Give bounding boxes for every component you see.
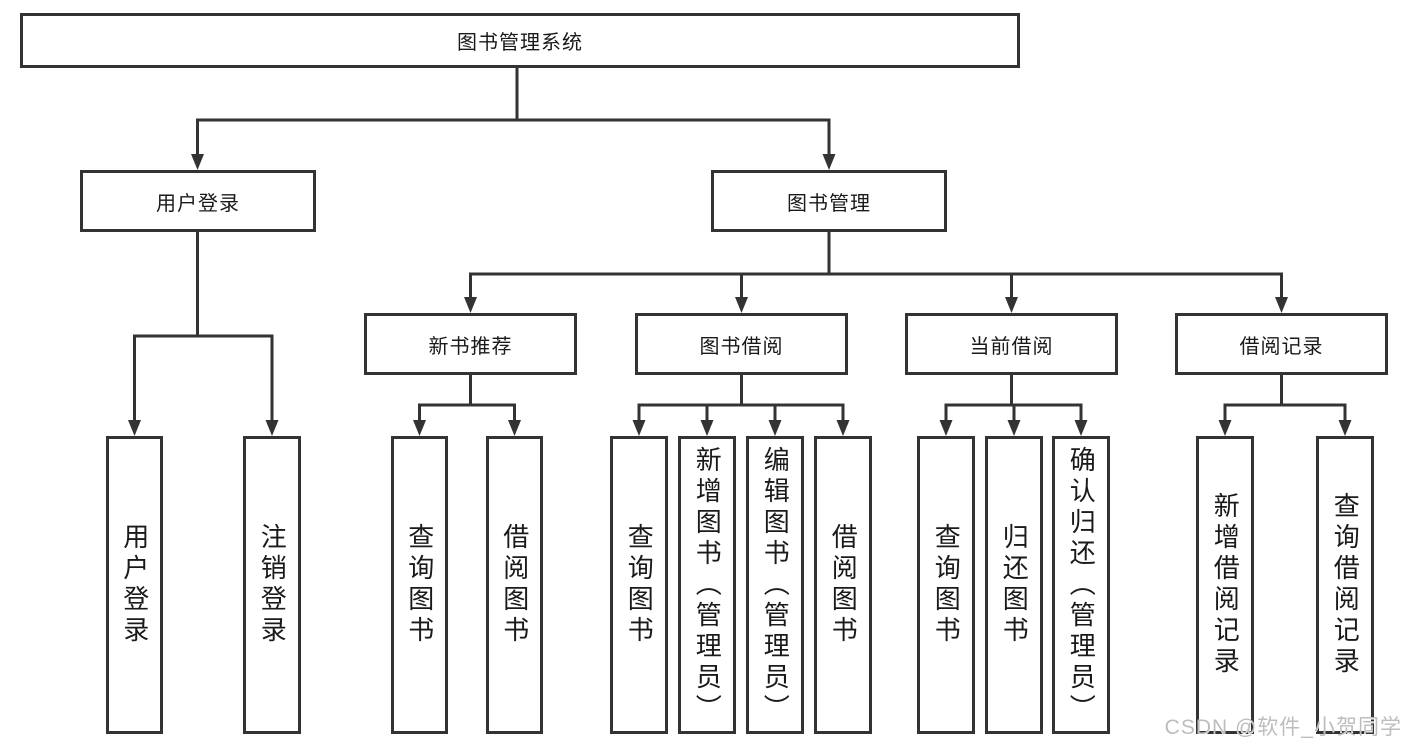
leaf-borrowing-query-books-label: 查询图书 — [624, 523, 655, 647]
node-user-login-label: 用户登录 — [156, 192, 240, 215]
leaf-current-return-books: 归还图书 — [985, 436, 1043, 734]
node-current-borrowing: 当前借阅 — [905, 313, 1118, 375]
connector-current-borrowing-children — [939, 375, 1088, 436]
leaf-user-login-label: 用户登录 — [119, 523, 150, 647]
connector-root-to-level2 — [191, 67, 836, 170]
leaf-newbook-borrow-books-label: 借阅图书 — [499, 523, 530, 647]
leaf-borrowing-add-books-admin-label: 新增图书（管理员） — [692, 445, 723, 725]
node-new-book-recommendation-label: 新书推荐 — [428, 335, 513, 358]
node-user-login: 用户登录 — [80, 170, 316, 232]
leaf-borrowing-add-books-admin: 新增图书（管理员） — [678, 436, 736, 734]
leaf-current-confirm-return-admin-label: 确认归还（管理员） — [1066, 445, 1097, 725]
node-new-book-recommendation: 新书推荐 — [364, 313, 577, 375]
connector-book-management-children — [464, 232, 1288, 313]
node-root-label: 图书管理系统 — [457, 32, 583, 54]
leaf-borrowing-edit-books-admin: 编辑图书（管理员） — [746, 436, 804, 734]
connector-book-borrowing-children — [632, 375, 850, 436]
node-book-management: 图书管理 — [711, 170, 947, 232]
node-root: 图书管理系统 — [20, 13, 1020, 68]
connector-user-login-children — [128, 232, 279, 436]
leaf-current-query-books-label: 查询图书 — [931, 523, 962, 647]
leaf-borrowing-borrow-books-label: 借阅图书 — [828, 523, 859, 647]
connector-borrowing-records-children — [1218, 375, 1352, 436]
leaf-current-confirm-return-admin: 确认归还（管理员） — [1052, 436, 1110, 734]
leaf-records-query-record-label: 查询借阅记录 — [1330, 492, 1361, 678]
leaf-current-query-books: 查询图书 — [917, 436, 975, 734]
node-book-borrowing: 图书借阅 — [635, 313, 848, 375]
leaf-records-add-record: 新增借阅记录 — [1196, 436, 1254, 734]
leaf-logout: 注销登录 — [243, 436, 301, 734]
connector-new-book-children — [413, 375, 521, 436]
leaf-borrowing-borrow-books: 借阅图书 — [814, 436, 872, 734]
node-book-management-label: 图书管理 — [787, 192, 871, 215]
leaf-newbook-query-books: 查询图书 — [391, 436, 448, 734]
node-borrowing-records-label: 借阅记录 — [1239, 335, 1324, 358]
node-borrowing-records: 借阅记录 — [1175, 313, 1388, 375]
leaf-records-query-record: 查询借阅记录 — [1316, 436, 1374, 734]
leaf-borrowing-query-books: 查询图书 — [610, 436, 668, 734]
leaf-current-return-books-label: 归还图书 — [999, 523, 1030, 647]
node-book-borrowing-label: 图书借阅 — [699, 335, 784, 358]
watermark: CSDN @软件_小贺同学 — [1164, 716, 1402, 739]
leaf-newbook-borrow-books: 借阅图书 — [486, 436, 543, 734]
node-current-borrowing-label: 当前借阅 — [969, 335, 1054, 358]
leaf-borrowing-edit-books-admin-label: 编辑图书（管理员） — [760, 445, 791, 725]
leaf-logout-label: 注销登录 — [257, 523, 288, 647]
leaf-newbook-query-books-label: 查询图书 — [404, 523, 435, 647]
leaf-records-add-record-label: 新增借阅记录 — [1210, 492, 1241, 678]
leaf-user-login: 用户登录 — [106, 436, 163, 734]
